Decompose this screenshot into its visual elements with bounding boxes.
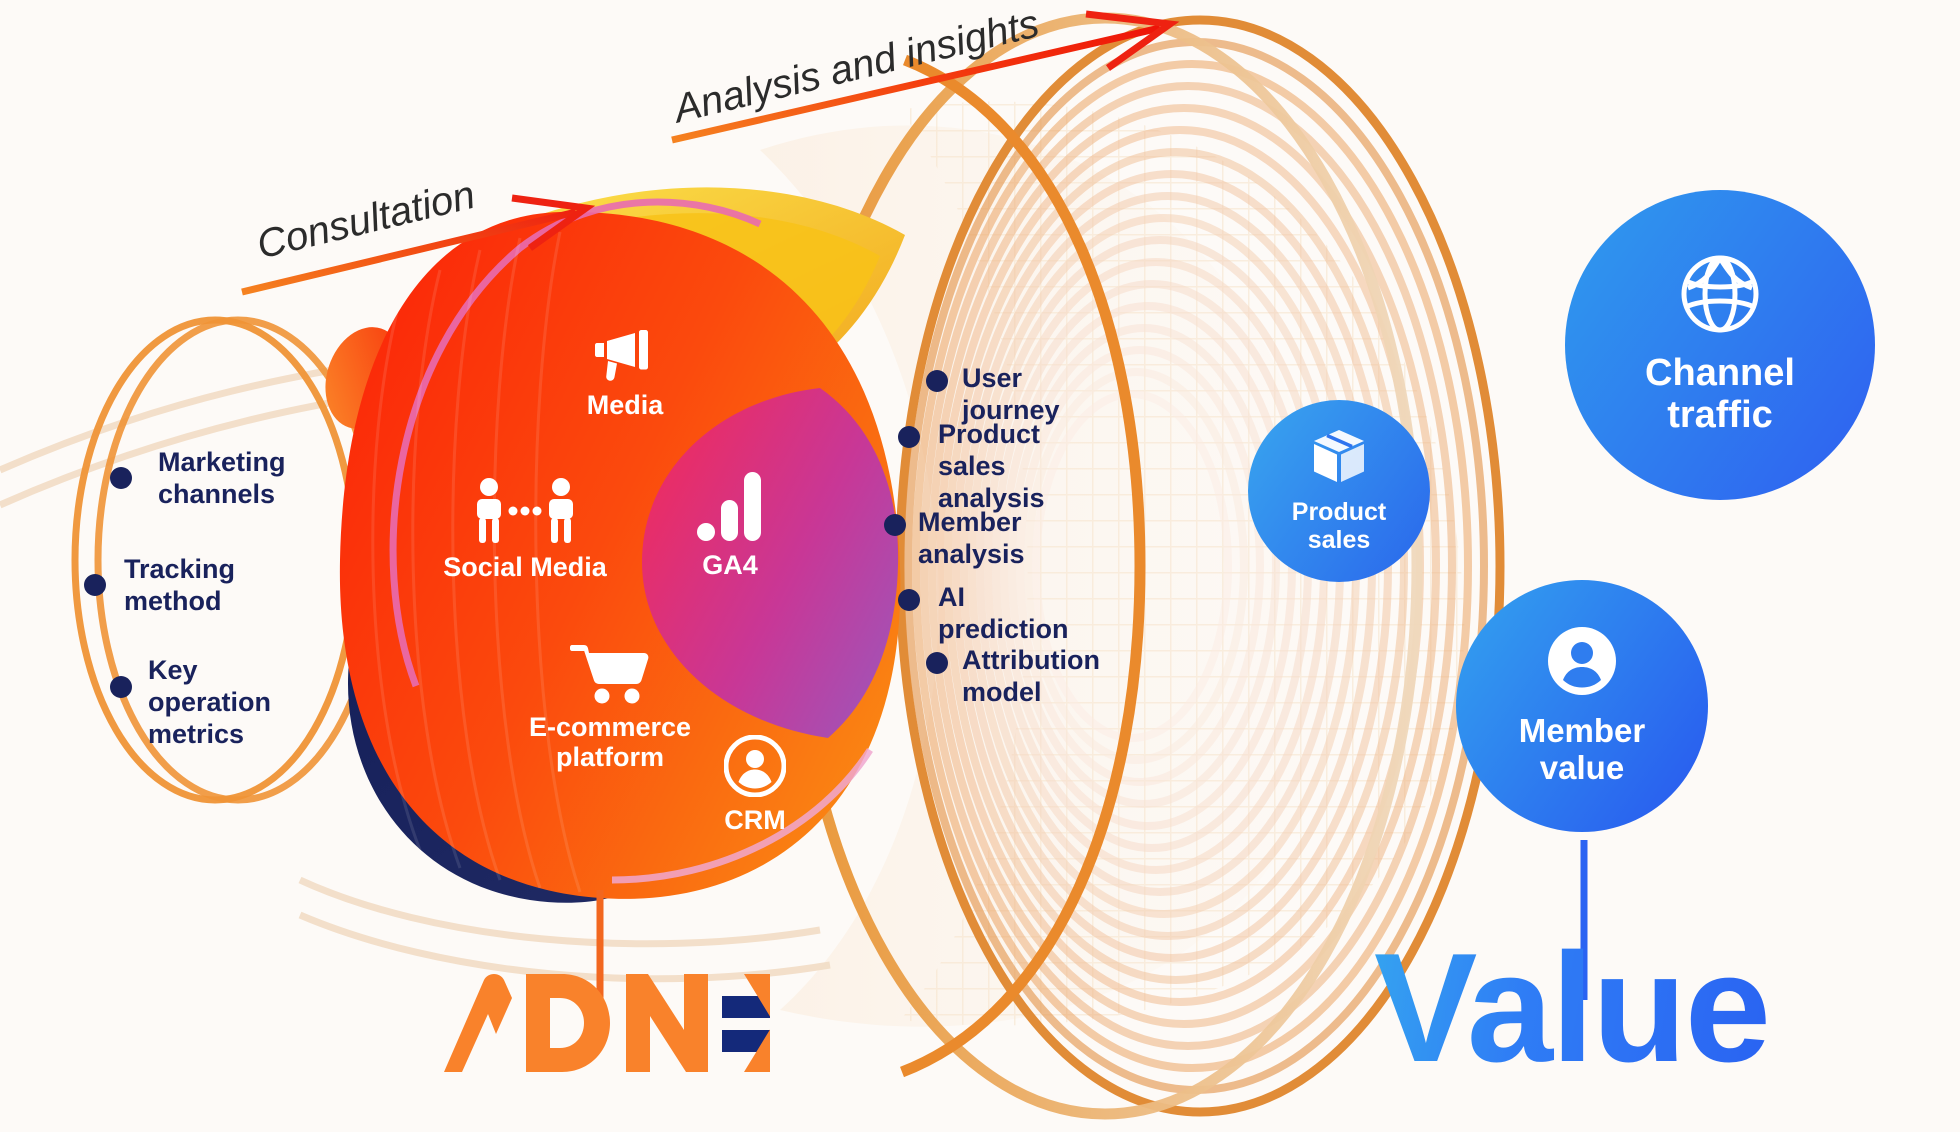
platform-tile-label: GA4 [702,550,758,580]
input-bullet-1 [84,574,106,596]
user-avatar-icon [1547,626,1617,701]
input-item-0: Marketing channels [158,447,286,509]
analysis-bullet-3 [898,589,920,611]
input-item-1: Tracking method [124,554,236,616]
analysis-bullet-1 [898,426,920,448]
analysis-item-3: AI prediction [938,582,1069,644]
input-bullet-0 [110,467,132,489]
input-item-2: Key operation metrics [148,655,272,749]
outcome-circle-channel-traffic[interactable]: Channel traffic [1565,190,1875,500]
package-box-icon [1311,428,1367,491]
outcome-label: Channel traffic [1645,351,1795,436]
platform-tile-label: Media [586,390,664,420]
adnex-logo-glyphs [444,974,832,1072]
platform-tile-media: Media [555,330,695,420]
analysis-item-4: Attribution model [962,645,1100,707]
analysis-item-0: User journey [962,363,1060,425]
platform-tile-crm: CRM [685,735,825,835]
platform-tile-ga4: GA4 [665,470,795,580]
platform-tile-social-media: Social Media [425,478,625,582]
platform-tile-label: Social Media [443,552,607,582]
input-bullet-2 [110,676,132,698]
funnel-front-rim [900,54,1146,1078]
people-connection-icon [425,478,625,544]
platform-tile-ecommerce: E-commerce platform [510,640,710,772]
outcome-label: Product sales [1291,498,1387,554]
outcome-label: Member value [1518,712,1646,786]
analysis-item-1: Product sales analysis [938,419,1045,513]
shopping-cart-icon [510,640,710,704]
outcome-circle-member-value[interactable]: Member value [1456,580,1708,832]
arrow-analysis-insights [671,10,1180,144]
platform-tile-label: CRM [724,805,786,835]
value-wordmark: Value [1374,921,1771,1094]
arrow-consultation [241,194,596,296]
analysis-item-2: Member analysis [918,507,1025,569]
platform-blob [339,187,905,903]
bar-chart-icon [665,470,795,542]
globe-icon [1680,254,1760,339]
megaphone-icon [555,330,695,382]
analysis-bullet-4 [926,652,948,674]
analysis-bullet-0 [926,370,948,392]
platform-tile-label: E-commerce [528,712,692,742]
platform-tile-label-2: platform [556,742,664,773]
adnex-logo [440,972,832,1082]
analysis-bullet-2 [884,514,906,536]
outcome-circle-product-sales[interactable]: Product sales [1248,400,1430,582]
user-circle-icon [685,735,825,797]
